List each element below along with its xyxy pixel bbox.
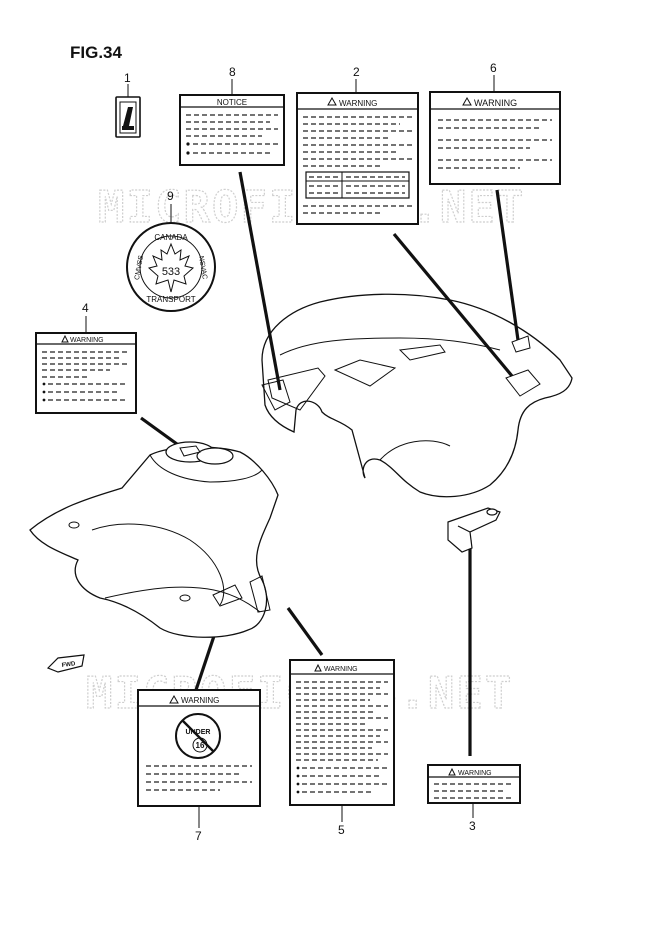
figure-title: FIG.34 — [70, 43, 123, 62]
part-7-header: WARNING — [181, 696, 219, 705]
callout-4: 4 — [82, 301, 89, 315]
maple-leaf-icon — [147, 242, 195, 293]
part-3-bracket-drawing — [447, 507, 501, 553]
part-8-notice-label: NOTICE — [179, 94, 285, 166]
under16-number: 16 — [196, 741, 205, 750]
part-6-warning-label: WARNING — [429, 91, 561, 185]
seal-left-text: CMVSS — [134, 255, 145, 281]
fender-label-6-position — [511, 335, 531, 353]
part-6-header: WARNING — [474, 98, 517, 108]
fender-label-8-position — [261, 379, 291, 411]
seal-number: 533 — [162, 266, 180, 278]
part-7-warning-label: WARNING UNDER 16 — [137, 689, 261, 807]
fwd-arrow: FWD — [46, 654, 85, 673]
part-4-warning-label: WARNING — [35, 332, 137, 414]
callout-8: 8 — [229, 65, 236, 79]
front-fender-drawing — [29, 441, 279, 638]
callout-2: 2 — [353, 65, 360, 79]
callout-6: 6 — [490, 61, 497, 75]
part-2-header: WARNING — [339, 99, 377, 108]
notice-header: NOTICE — [217, 98, 247, 107]
part-3-header: WARNING — [458, 770, 492, 777]
part-1-label — [115, 84, 141, 138]
seal-top-text: CANADA — [154, 233, 188, 242]
part-4-header: WARNING — [70, 337, 104, 344]
callout-1: 1 — [124, 71, 131, 85]
under16-top-text: UNDER — [186, 729, 211, 736]
seal-right-text: NSVAC — [197, 256, 208, 280]
fwd-text: FWD — [61, 661, 76, 669]
callout-9: 9 — [167, 189, 174, 203]
forward-arrow-icon — [46, 654, 85, 673]
rear-fender-drawing — [261, 293, 573, 498]
part-3-warning-label: WARNING — [427, 764, 521, 804]
fender-label-5-position — [249, 575, 271, 613]
part-5-header: WARNING — [324, 666, 358, 673]
fender-label-7-position — [212, 584, 243, 607]
callout-3: 3 — [469, 819, 476, 833]
leader-lines — [140, 171, 520, 756]
callout-5: 5 — [338, 823, 345, 837]
part-9-canada-seal: CANADA TRANSPORT CMVSS NSVAC 533 — [126, 222, 216, 312]
fender-label-2-position — [505, 369, 541, 397]
seal-bottom-text: TRANSPORT — [146, 295, 195, 304]
callout-7: 7 — [195, 829, 202, 843]
part-2-warning-label: WARNING — [296, 92, 419, 225]
part-5-warning-label: WARNING — [289, 659, 395, 806]
